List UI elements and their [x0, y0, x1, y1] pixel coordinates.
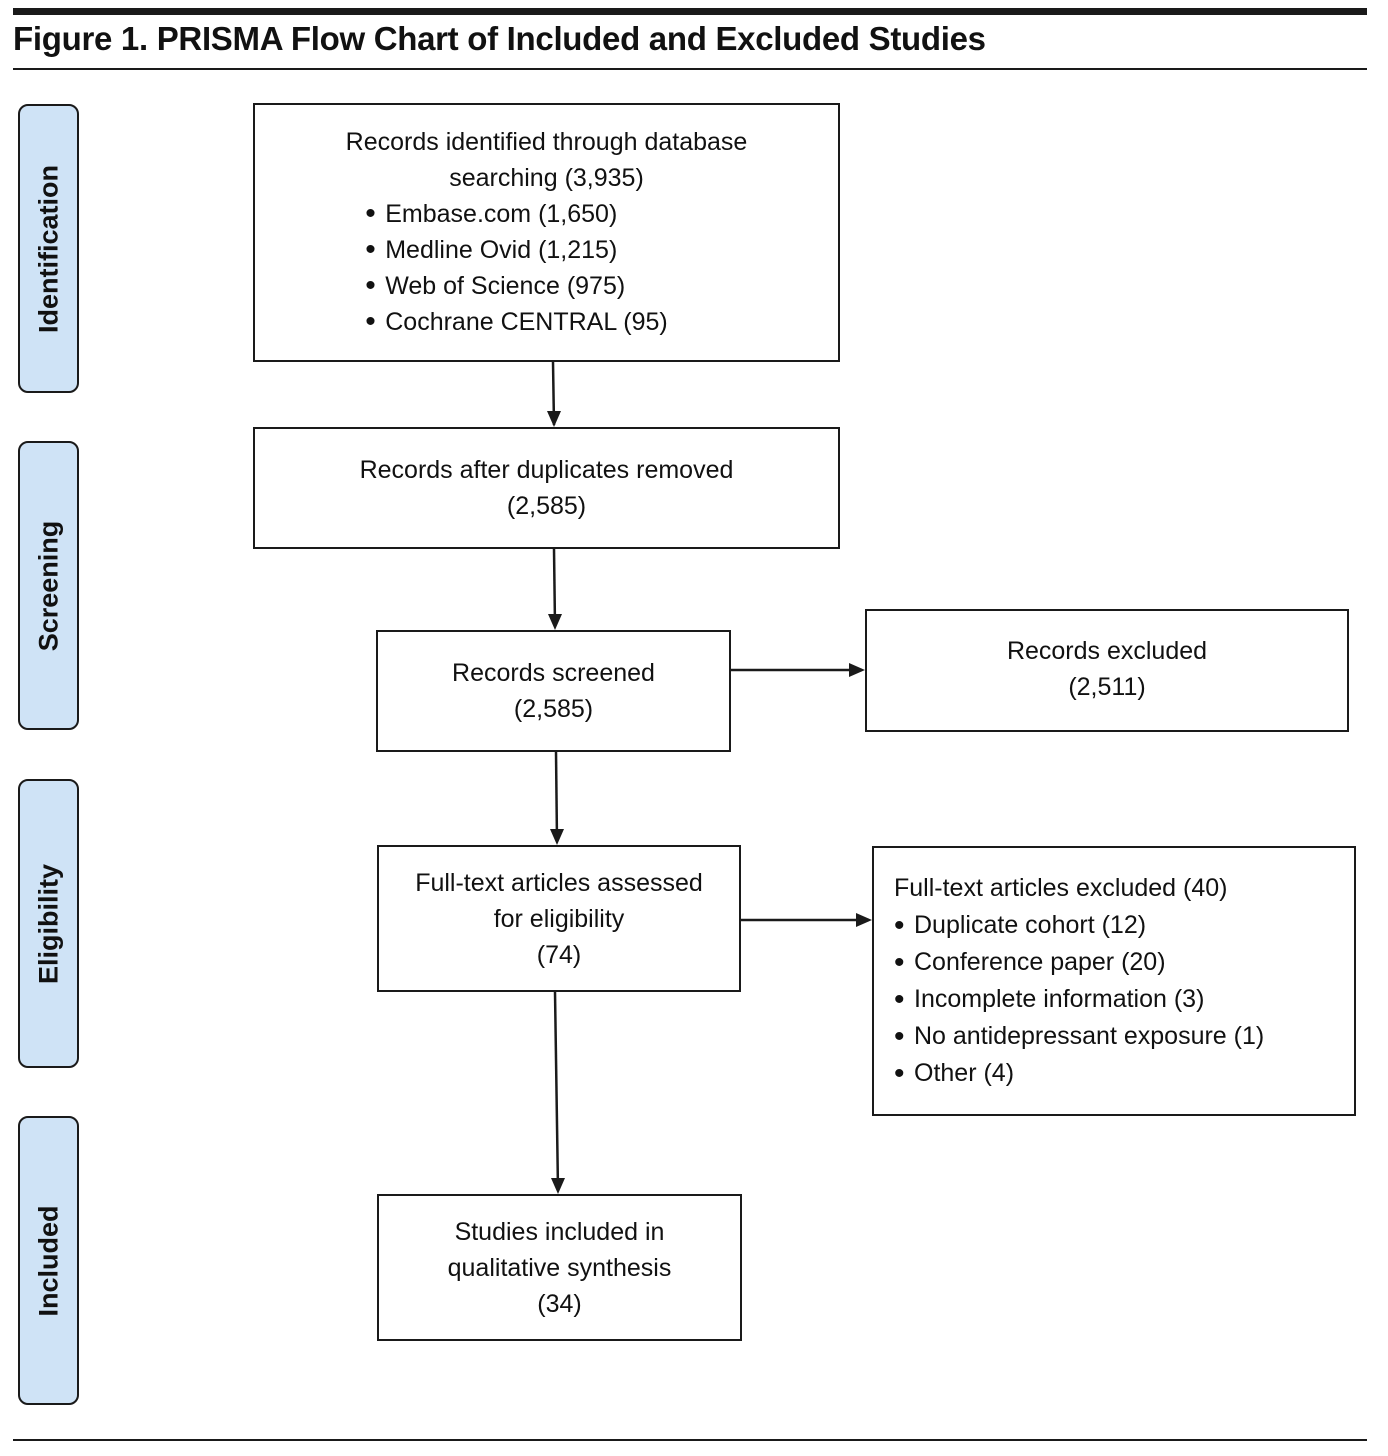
stage-identification: Identification: [18, 104, 79, 393]
records-excluded-box: Records excluded (2,511): [865, 609, 1349, 732]
records-identified-line1: Records identified through database: [345, 128, 748, 156]
database-source-item: Web of Science (975): [365, 268, 668, 304]
exclusion-reason-item: Incomplete information (3): [894, 981, 1264, 1018]
title-rule: [13, 68, 1367, 70]
fulltext-excluded-box: Full-text articles excluded (40) Duplica…: [872, 846, 1356, 1116]
arrowhead-fulltext-to-excluded: [856, 913, 872, 927]
records-excluded-line1: Records excluded: [1006, 636, 1208, 665]
included-studies-line3: (34): [537, 1289, 582, 1318]
fulltext-assessed-line1: Full-text articles assessed: [415, 868, 703, 897]
stage-screening: Screening: [18, 441, 79, 730]
duplicates-removed-line2: (2,585): [506, 492, 587, 520]
included-studies-box: Studies included in qualitative synthesi…: [377, 1194, 742, 1341]
figure-title: Figure 1. PRISMA Flow Chart of Included …: [13, 20, 986, 57]
stage-included: Included: [18, 1116, 79, 1405]
bottom-rule: [13, 1439, 1367, 1441]
duplicates-removed-box: Records after duplicates removed (2,585): [253, 427, 840, 549]
exclusion-reason-item: Duplicate cohort (12): [894, 907, 1264, 944]
arrowhead-screened-to-fulltext: [550, 829, 564, 845]
fulltext-assessed-line3: (74): [536, 940, 582, 969]
records-identified-box: Records identified through database sear…: [253, 103, 840, 362]
arrowhead-screened-to-excluded: [849, 663, 865, 677]
fulltext-excluded-header: Full-text articles excluded (40): [894, 874, 1228, 902]
fulltext-assessed-line2: for eligibility: [493, 904, 625, 933]
database-source-item: Medline Ovid (1,215): [365, 232, 668, 268]
exclusion-reason-item: Other (4): [894, 1055, 1264, 1092]
arrowhead-fulltext-to-included: [551, 1178, 565, 1194]
exclusion-reason-item: Conference paper (20): [894, 944, 1264, 981]
arrow-deduplicated-to-screened: [552, 548, 557, 627]
records-screened-line2: (2,585): [513, 695, 594, 723]
database-source-item: Embase.com (1,650): [365, 196, 668, 232]
included-studies-line2: qualitative synthesis: [447, 1253, 672, 1282]
fulltext-assessed-box: Full-text articles assessed for eligibil…: [377, 845, 741, 992]
database-source-item: Cochrane CENTRAL (95): [365, 304, 668, 340]
exclusion-reason-item: No antidepressant exposure (1): [894, 1018, 1264, 1055]
arrow-fulltext-to-included: [553, 991, 560, 1191]
exclusion-reasons-list: Duplicate cohort (12) Conference paper (…: [894, 907, 1264, 1092]
arrow-screened-to-fulltext: [554, 751, 559, 842]
records-excluded-line2: (2,511): [1068, 672, 1146, 701]
stage-eligibility: Eligibility: [18, 779, 79, 1068]
records-screened-box: Records screened (2,585): [376, 630, 731, 752]
records-screened-line1: Records screened: [452, 659, 655, 687]
records-identified-line2: searching (3,935): [449, 164, 644, 192]
arrowhead-identified-to-deduplicated: [547, 411, 561, 427]
database-sources-list: Embase.com (1,650) Medline Ovid (1,215) …: [365, 196, 668, 340]
arrowhead-deduplicated-to-screened: [548, 614, 562, 630]
duplicates-removed-line1: Records after duplicates removed: [359, 456, 734, 484]
top-rule: [13, 8, 1367, 15]
included-studies-line1: Studies included in: [454, 1217, 665, 1246]
